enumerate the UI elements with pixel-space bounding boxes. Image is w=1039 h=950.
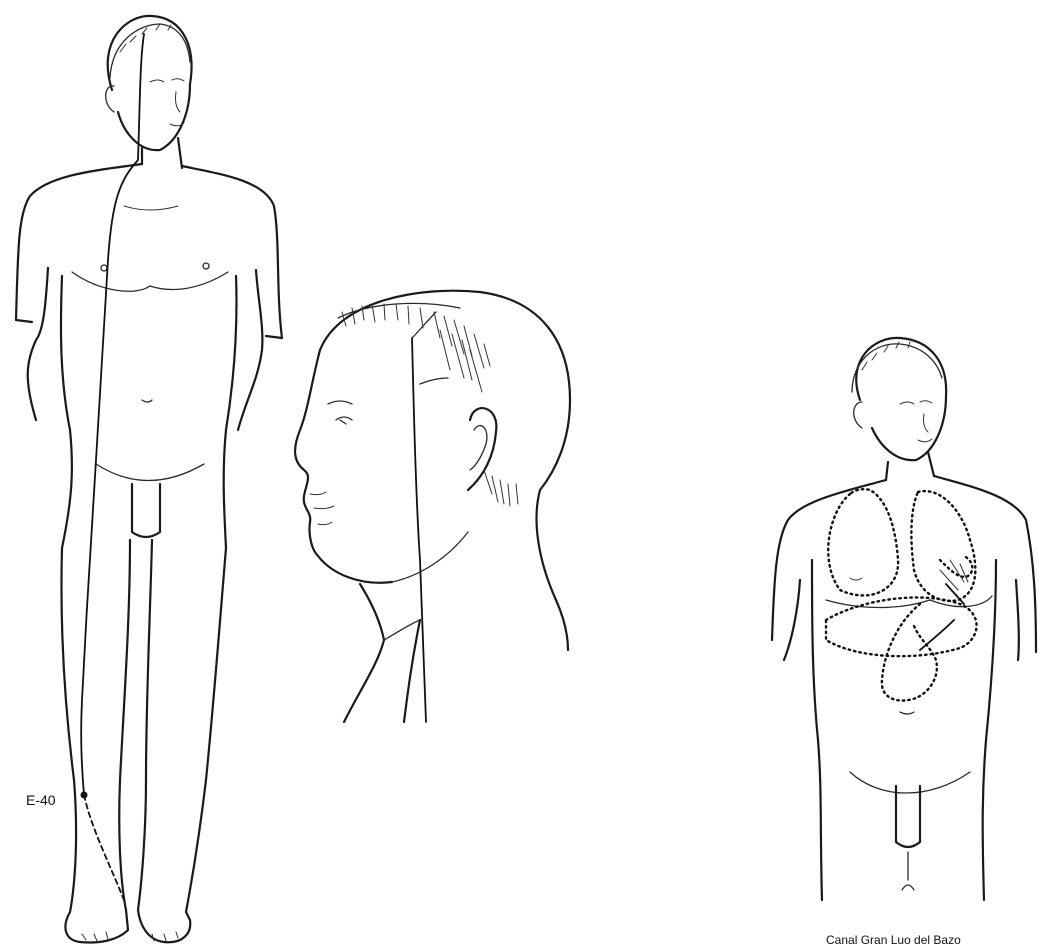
point-label: E-40 [26,792,56,808]
organ-figure [772,338,1036,900]
profile-head [295,291,570,722]
figure-caption: Canal Gran Luo del Bazo [826,933,961,947]
